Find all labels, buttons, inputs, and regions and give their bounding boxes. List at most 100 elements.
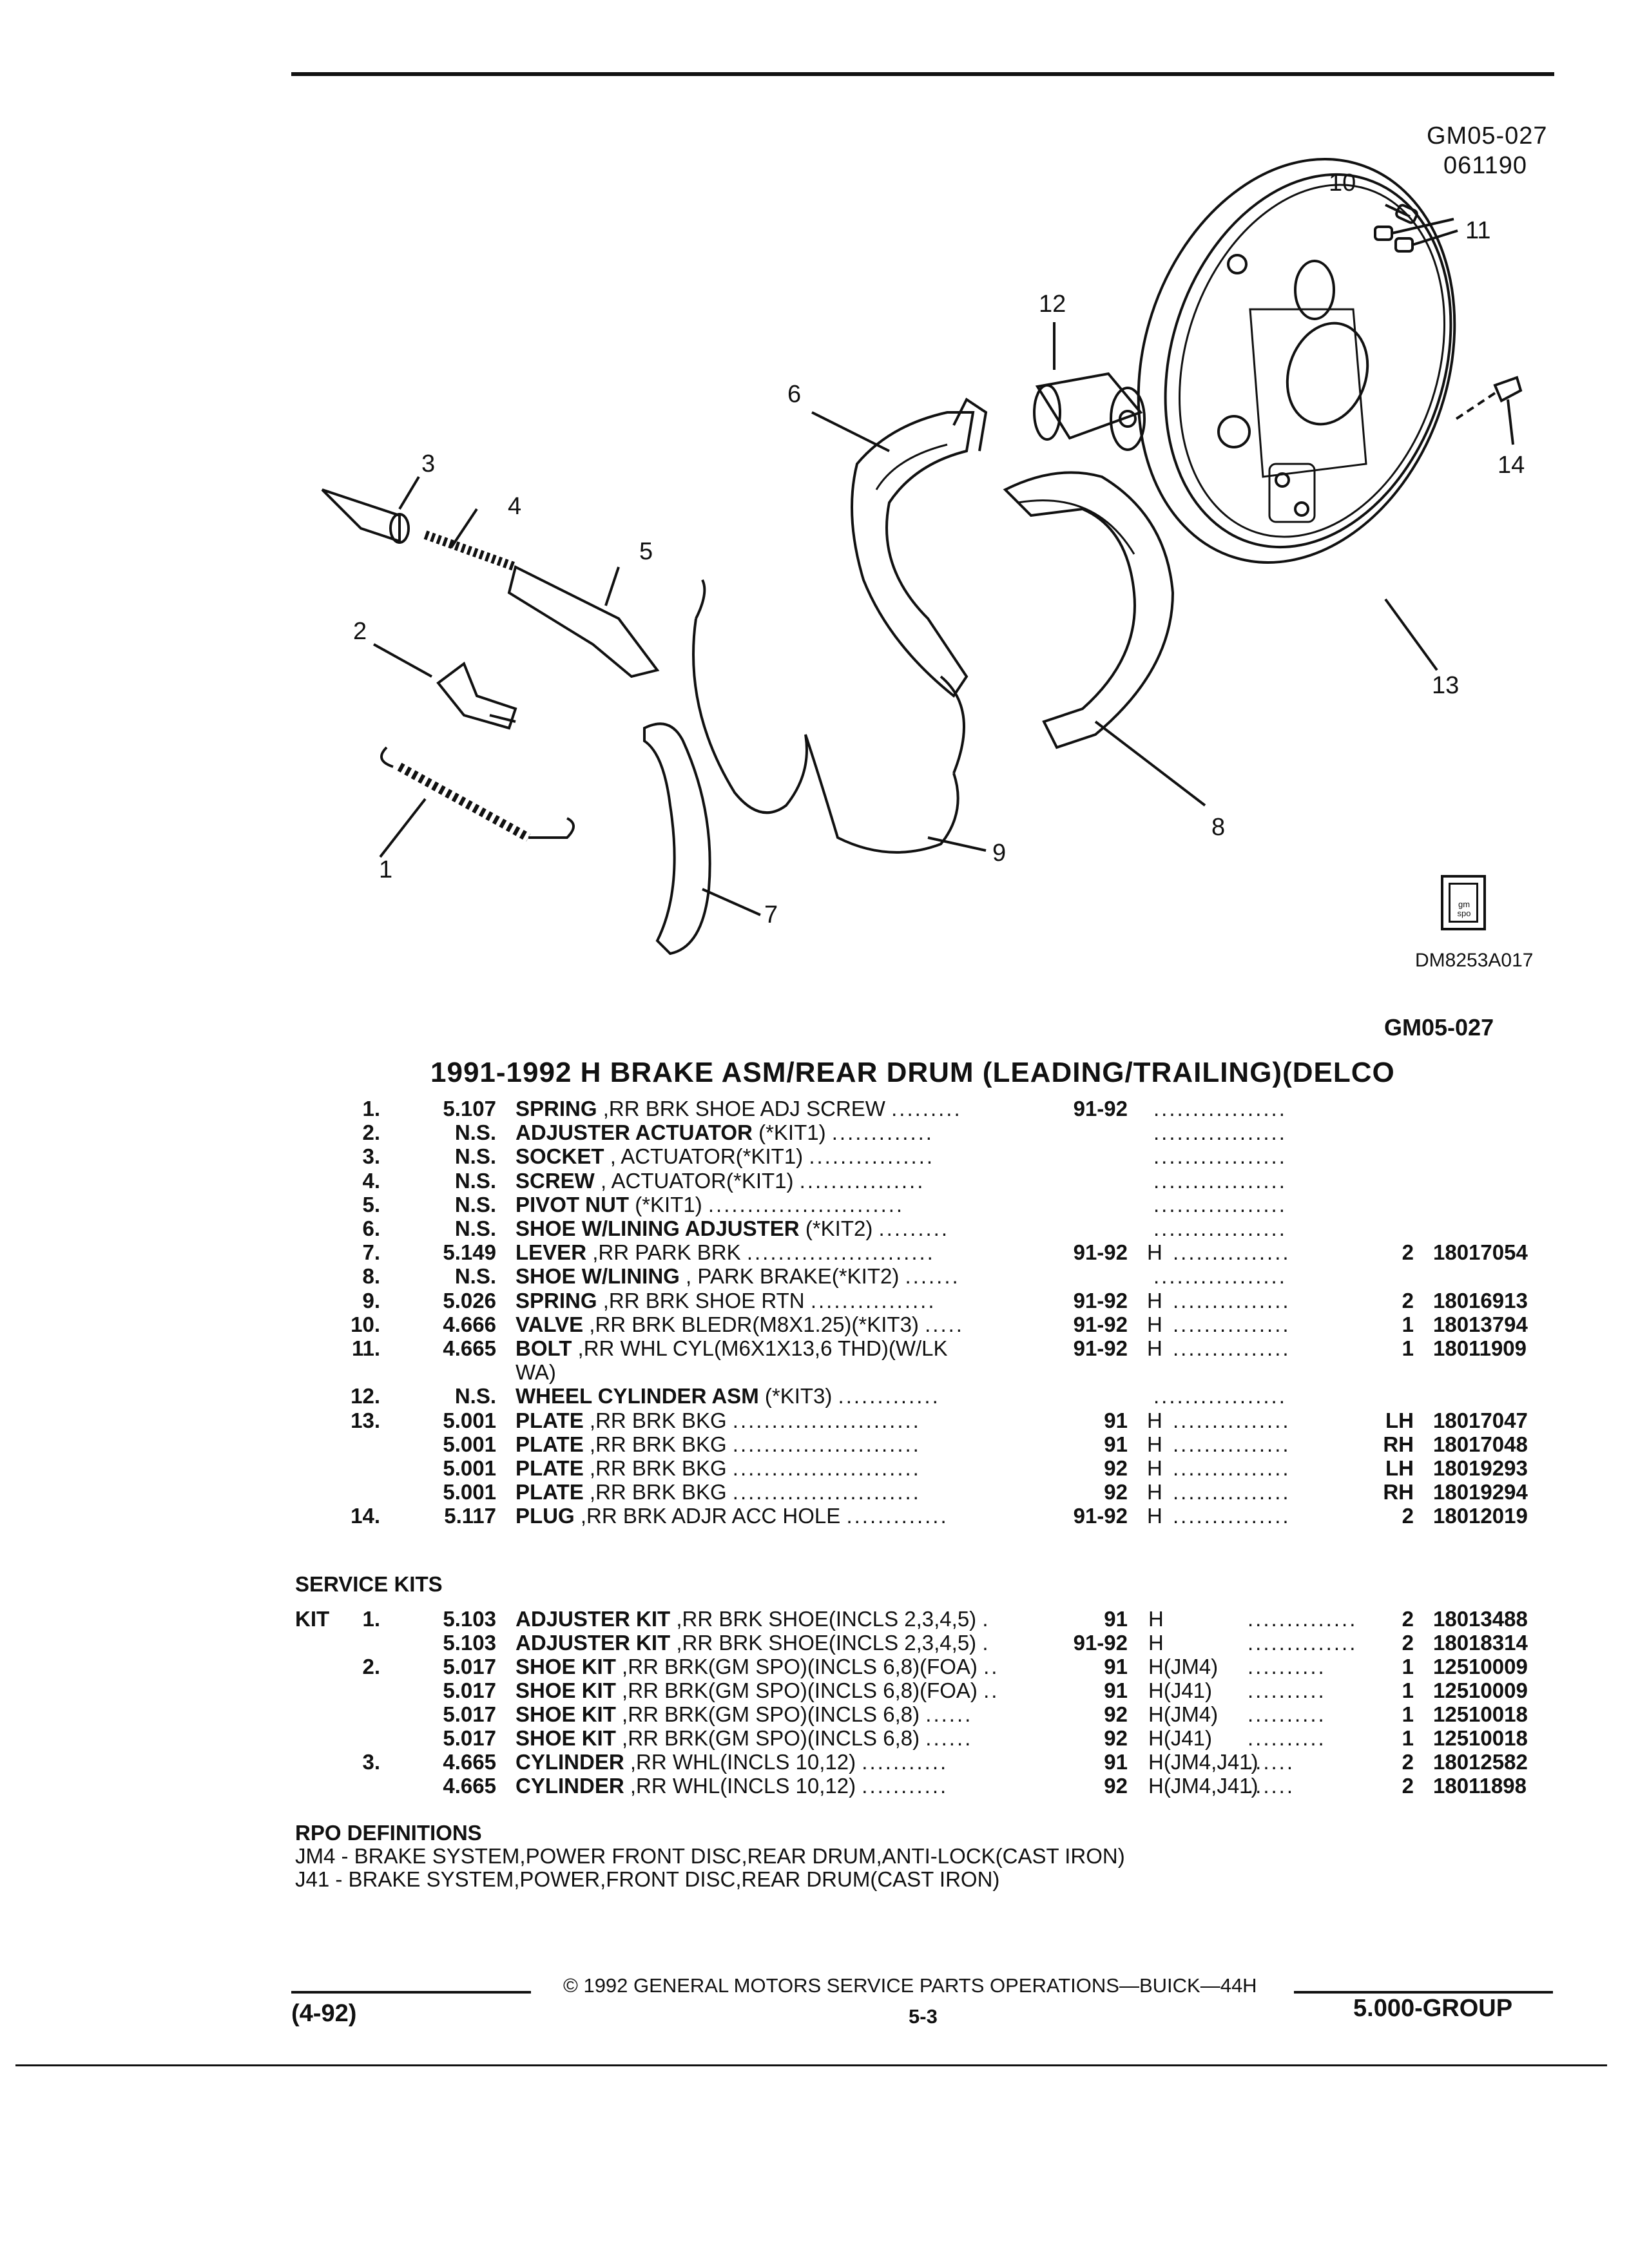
part-number: 18013794 xyxy=(1433,1312,1528,1336)
part-name-leader: ........................ xyxy=(732,1456,921,1480)
kit-name-detail: ,RR BRK(GM SPO)(INCLS 6,8)(FOA) xyxy=(622,1678,978,1702)
kit-name: CYLINDER ,RR WHL(INCLS 10,12) ..........… xyxy=(516,1750,948,1774)
part-option: H xyxy=(1147,1432,1162,1456)
kit-number: 1. xyxy=(362,1607,380,1631)
kit-option: H(JM4) xyxy=(1148,1655,1219,1678)
kit-name-detail: ,RR BRK SHOE(INCLS 2,3,4,5) xyxy=(676,1607,977,1631)
part-name-leader: ......... xyxy=(878,1216,950,1240)
part-code: 5.026 xyxy=(443,1288,496,1312)
part-ref: 9. xyxy=(362,1288,380,1312)
kit-option: H xyxy=(1148,1607,1164,1631)
kit-number: 3. xyxy=(362,1750,380,1774)
callout-4: 4 xyxy=(508,493,521,520)
gm-spo-logo-text: gm spo xyxy=(1457,899,1471,918)
part-name-detail: , ACTUATOR(*KIT1) xyxy=(601,1168,794,1193)
kit-name-title: CYLINDER xyxy=(516,1774,624,1798)
part-dots: ............... xyxy=(1173,1312,1291,1336)
part-dots: ................. xyxy=(1153,1216,1287,1240)
part-qty: RH xyxy=(1383,1480,1414,1504)
part-row: 8.N.S.SHOE W/LINING , PARK BRAKE(*KIT2) … xyxy=(0,1264,1629,1289)
part-row: 2.N.S.ADJUSTER ACTUATOR (*KIT1) ........… xyxy=(0,1120,1629,1144)
part-name: SHOE W/LINING ADJUSTER (*KIT2) ......... xyxy=(516,1216,949,1241)
part-name-title: SHOE W/LINING ADJUSTER xyxy=(516,1216,800,1240)
kit-code: 5.017 xyxy=(443,1726,496,1750)
kit-part-number: 12510009 xyxy=(1433,1678,1528,1702)
part-dots: ............... xyxy=(1173,1504,1291,1528)
part-ref: 5. xyxy=(362,1192,380,1216)
part-name: BOLT ,RR WHL CYL(M6X1X13,6 THD)(W/LK xyxy=(516,1336,948,1361)
kit-option: H(JM4,J41) xyxy=(1148,1774,1258,1798)
kit-name-leader: ........... xyxy=(862,1750,949,1774)
kit-name-leader: ...... xyxy=(925,1702,973,1726)
part-option: H xyxy=(1147,1456,1162,1480)
kit-name-leader: ...... xyxy=(925,1726,973,1750)
date-code: 061190 xyxy=(1443,152,1527,179)
kit-qty: 1 xyxy=(1402,1726,1414,1750)
part-name-leader: ....... xyxy=(905,1264,960,1289)
kit-name-title: ADJUSTER KIT xyxy=(516,1607,671,1631)
part-name: PLATE ,RR BRK BKG ......................… xyxy=(516,1408,921,1433)
part-number: 18017048 xyxy=(1433,1432,1528,1456)
part-code: 5.001 xyxy=(443,1408,496,1432)
part-name: ADJUSTER ACTUATOR (*KIT1) ............. xyxy=(516,1120,934,1145)
part-number: 18017047 xyxy=(1433,1408,1528,1432)
kit-name-leader: . xyxy=(982,1607,990,1631)
part-dots: ............... xyxy=(1173,1408,1291,1432)
part-code: 5.001 xyxy=(443,1456,496,1480)
kit-name: ADJUSTER KIT ,RR BRK SHOE(INCLS 2,3,4,5)… xyxy=(516,1607,990,1631)
part-row: 5.001 PLATE ,RR BRK BKG .................… xyxy=(0,1456,1629,1481)
kit-qty: 1 xyxy=(1402,1702,1414,1726)
part-name: SPRING ,RR BRK SHOE RTN ................ xyxy=(516,1289,936,1313)
part-name-title: SPRING xyxy=(516,1097,597,1120)
part-number: 18017054 xyxy=(1433,1240,1528,1265)
kit-option: H xyxy=(1148,1631,1164,1655)
kit-name-title: SHOE KIT xyxy=(516,1678,616,1702)
kit-name: SHOE KIT ,RR BRK(GM SPO)(INCLS 6,8)(FOA)… xyxy=(516,1678,999,1703)
callout-8: 8 xyxy=(1211,814,1225,841)
part-name-title: PLATE xyxy=(516,1456,584,1480)
kit-name-leader: .. xyxy=(983,1655,999,1678)
part-name-detail: , ACTUATOR(*KIT1) xyxy=(610,1144,804,1169)
part-number: 18019293 xyxy=(1433,1456,1528,1480)
part-code: N.S. xyxy=(454,1216,496,1240)
part-name: PLATE ,RR BRK BKG ......................… xyxy=(516,1456,921,1481)
part-name: LEVER ,RR PARK BRK .....................… xyxy=(516,1240,935,1265)
kit-dots: ...... xyxy=(1248,1774,1295,1798)
part-dots: ................. xyxy=(1153,1097,1287,1120)
part-ref: 10. xyxy=(351,1312,380,1336)
kit-code: 5.103 xyxy=(443,1631,496,1655)
figure-code: DM8253A017 xyxy=(1415,950,1534,971)
part-name-title: PLUG xyxy=(516,1504,575,1528)
kit-part-number: 18011898 xyxy=(1433,1774,1527,1798)
part-dots: ............... xyxy=(1173,1336,1291,1360)
part-name-detail: (*KIT3) xyxy=(764,1384,833,1408)
kit-name-title: ADJUSTER KIT xyxy=(516,1631,671,1655)
kit-name-title: CYLINDER xyxy=(516,1750,624,1774)
kit-year: 92 xyxy=(1104,1726,1128,1750)
footer-rule-right xyxy=(1294,1991,1553,1994)
kit-year: 91 xyxy=(1104,1655,1128,1678)
part-qty: 2 xyxy=(1402,1504,1414,1528)
part-row: 12.N.S.WHEEL CYLINDER ASM (*KIT3) ......… xyxy=(0,1384,1629,1408)
part-ref: 11. xyxy=(351,1336,380,1360)
kit-dots: .......... xyxy=(1248,1702,1326,1726)
valve-and-bolts-illustration xyxy=(1374,204,1458,253)
part-dots: ................. xyxy=(1153,1120,1287,1145)
part-qty: 1 xyxy=(1402,1336,1414,1360)
part-dots: ................. xyxy=(1153,1192,1287,1216)
part-year: 91-92 xyxy=(1073,1504,1128,1528)
part-row: 4.N.S.SCREW , ACTUATOR(*KIT1) ..........… xyxy=(0,1168,1629,1193)
kit-name: CYLINDER ,RR WHL(INCLS 10,12) ..........… xyxy=(516,1774,948,1798)
part-option: H xyxy=(1147,1480,1162,1504)
part-name-title: SOCKET xyxy=(516,1144,604,1169)
part-name: SPRING ,RR BRK SHOE ADJ SCREW ......... xyxy=(516,1097,962,1121)
part-dots: ................. xyxy=(1153,1144,1287,1169)
part-year: 92 xyxy=(1104,1480,1128,1504)
kit-dots: .......... xyxy=(1248,1655,1326,1678)
